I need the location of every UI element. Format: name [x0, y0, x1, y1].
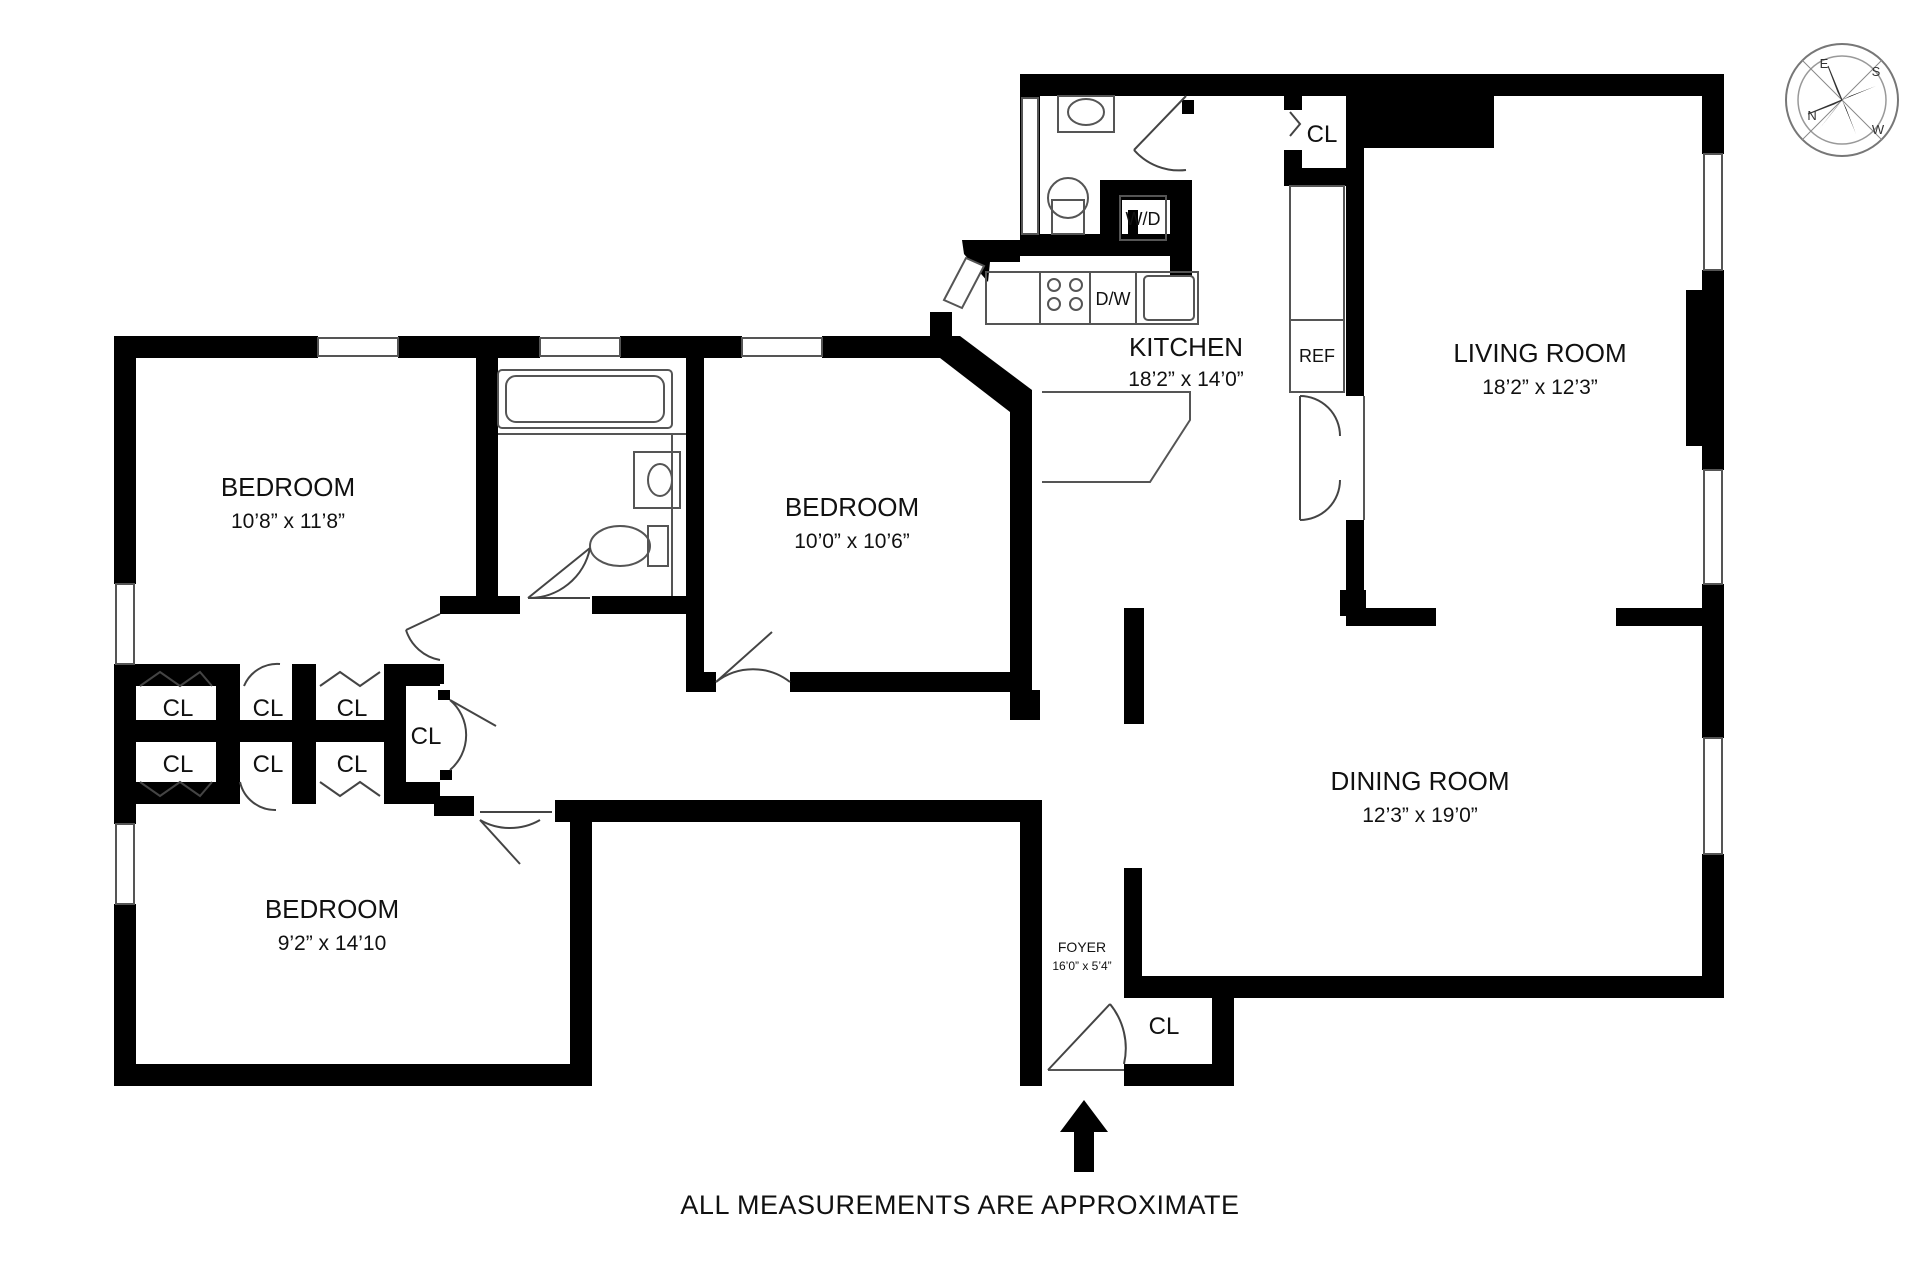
fixture-labels: W/D D/W REF — [1096, 209, 1336, 366]
kitchen-dims: 18’2” x 14’0” — [1128, 368, 1244, 391]
closet-label: CL — [253, 695, 284, 722]
windows — [115, 97, 1723, 905]
dishwasher-label: D/W — [1096, 289, 1131, 309]
stove — [1039, 271, 1091, 325]
bedroom-a-label: BEDROOM — [221, 472, 355, 502]
bedroom-b-dims: 10’0” x 10’6” — [794, 530, 910, 553]
dishwasher-box — [1089, 271, 1137, 325]
bedroom-a-dims: 10’8” x 11’8” — [231, 510, 345, 533]
closet-label: CL — [163, 695, 194, 722]
foyer-label: FOYER — [1058, 939, 1106, 955]
closet-label: CL — [1307, 121, 1338, 148]
compass-n: N — [1807, 108, 1816, 123]
entry-arrow-icon — [1060, 1100, 1108, 1172]
washer-dryer-label: W/D — [1126, 209, 1161, 229]
closet-label: CL — [163, 751, 194, 778]
foyer-dims: 16’0” x 5’4” — [1052, 959, 1111, 973]
closet-label: CL — [411, 723, 442, 750]
dining-room-label: DINING ROOM — [1330, 766, 1509, 796]
compass-e: E — [1820, 56, 1829, 71]
closet-labels: CL CL CL CL CL CL CL CL CL — [163, 121, 1338, 1040]
room-labels: BEDROOM 10’8” x 11’8” BEDROOM 10’0” x 10… — [221, 332, 1627, 973]
bedroom-c-label: BEDROOM — [265, 894, 399, 924]
dining-room-dims: 12’3” x 19’0” — [1362, 804, 1478, 827]
closet-label: CL — [1149, 1013, 1180, 1040]
living-room-label: LIVING ROOM — [1453, 338, 1626, 368]
compass-rose-icon: N E S W — [1785, 43, 1899, 157]
closet-label: CL — [337, 695, 368, 722]
measurement-disclaimer: ALL MEASUREMENTS ARE APPROXIMATE — [680, 1190, 1240, 1220]
closet-label: CL — [253, 751, 284, 778]
closet-label: CL — [337, 751, 368, 778]
kitchen-label: KITCHEN — [1129, 332, 1243, 362]
living-room-dims: 18’2” x 12’3” — [1482, 376, 1598, 399]
fridge-label: REF — [1299, 346, 1335, 366]
compass-s: S — [1872, 64, 1881, 79]
fixtures — [497, 95, 1365, 1071]
bedroom-c-dims: 9’2” x 14’10 — [278, 932, 387, 955]
bedroom-b-label: BEDROOM — [785, 492, 919, 522]
walls — [114, 74, 1724, 1086]
compass-w: W — [1872, 122, 1885, 137]
kitchen-sink — [1143, 275, 1195, 321]
doors — [139, 95, 1341, 1071]
